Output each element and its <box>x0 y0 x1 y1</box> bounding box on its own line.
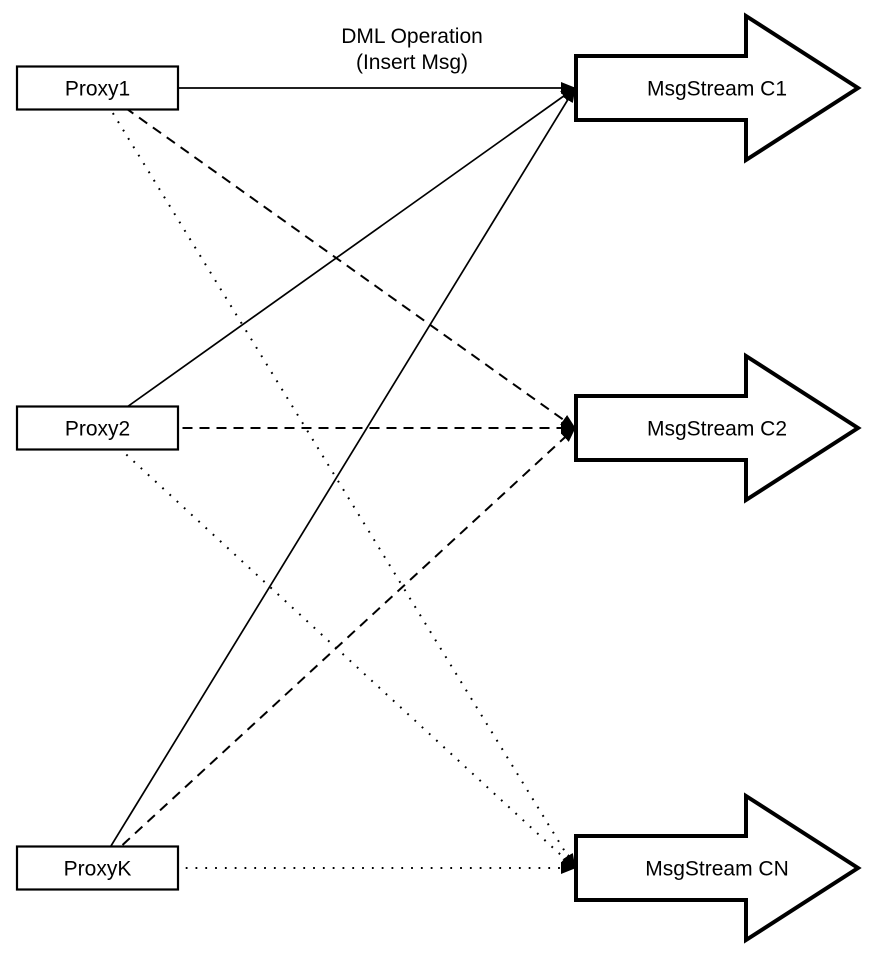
proxy-label-proxyk: ProxyK <box>64 858 132 881</box>
stream-node-cn: MsgStream CN <box>574 792 862 944</box>
proxy-node-proxyk: ProxyK <box>15 845 180 891</box>
proxy-node-proxy2: Proxy2 <box>15 405 180 451</box>
stream-node-c2: MsgStream C2 <box>574 352 862 504</box>
edge-proxy1-c2-dashed <box>96 87 576 429</box>
edge-proxy2-cn-dotted <box>96 427 576 869</box>
diagram-title-line1: DML Operation <box>341 25 483 48</box>
stream-label-c2: MsgStream C2 <box>647 418 787 441</box>
edge-proxyk-c1-solid <box>96 87 576 869</box>
proxy-label-proxy2: Proxy2 <box>65 418 130 441</box>
proxy-label-proxy1: Proxy1 <box>65 78 130 101</box>
diagram-title-line2: (Insert Msg) <box>356 51 468 74</box>
proxy-box-proxy1 <box>15 65 180 111</box>
proxy-box-proxyk <box>15 845 180 891</box>
stream-node-c1: MsgStream C1 <box>574 12 862 164</box>
stream-arrow-shape-c1 <box>574 12 862 164</box>
stream-arrow-shape-c2 <box>574 352 862 504</box>
stream-label-cn: MsgStream CN <box>645 858 789 881</box>
stream-label-c1: MsgStream C1 <box>647 78 787 101</box>
proxy-node-proxy1: Proxy1 <box>15 65 180 111</box>
proxy-box-proxy2 <box>15 405 180 451</box>
stream-arrow-shape-cn <box>574 792 862 944</box>
